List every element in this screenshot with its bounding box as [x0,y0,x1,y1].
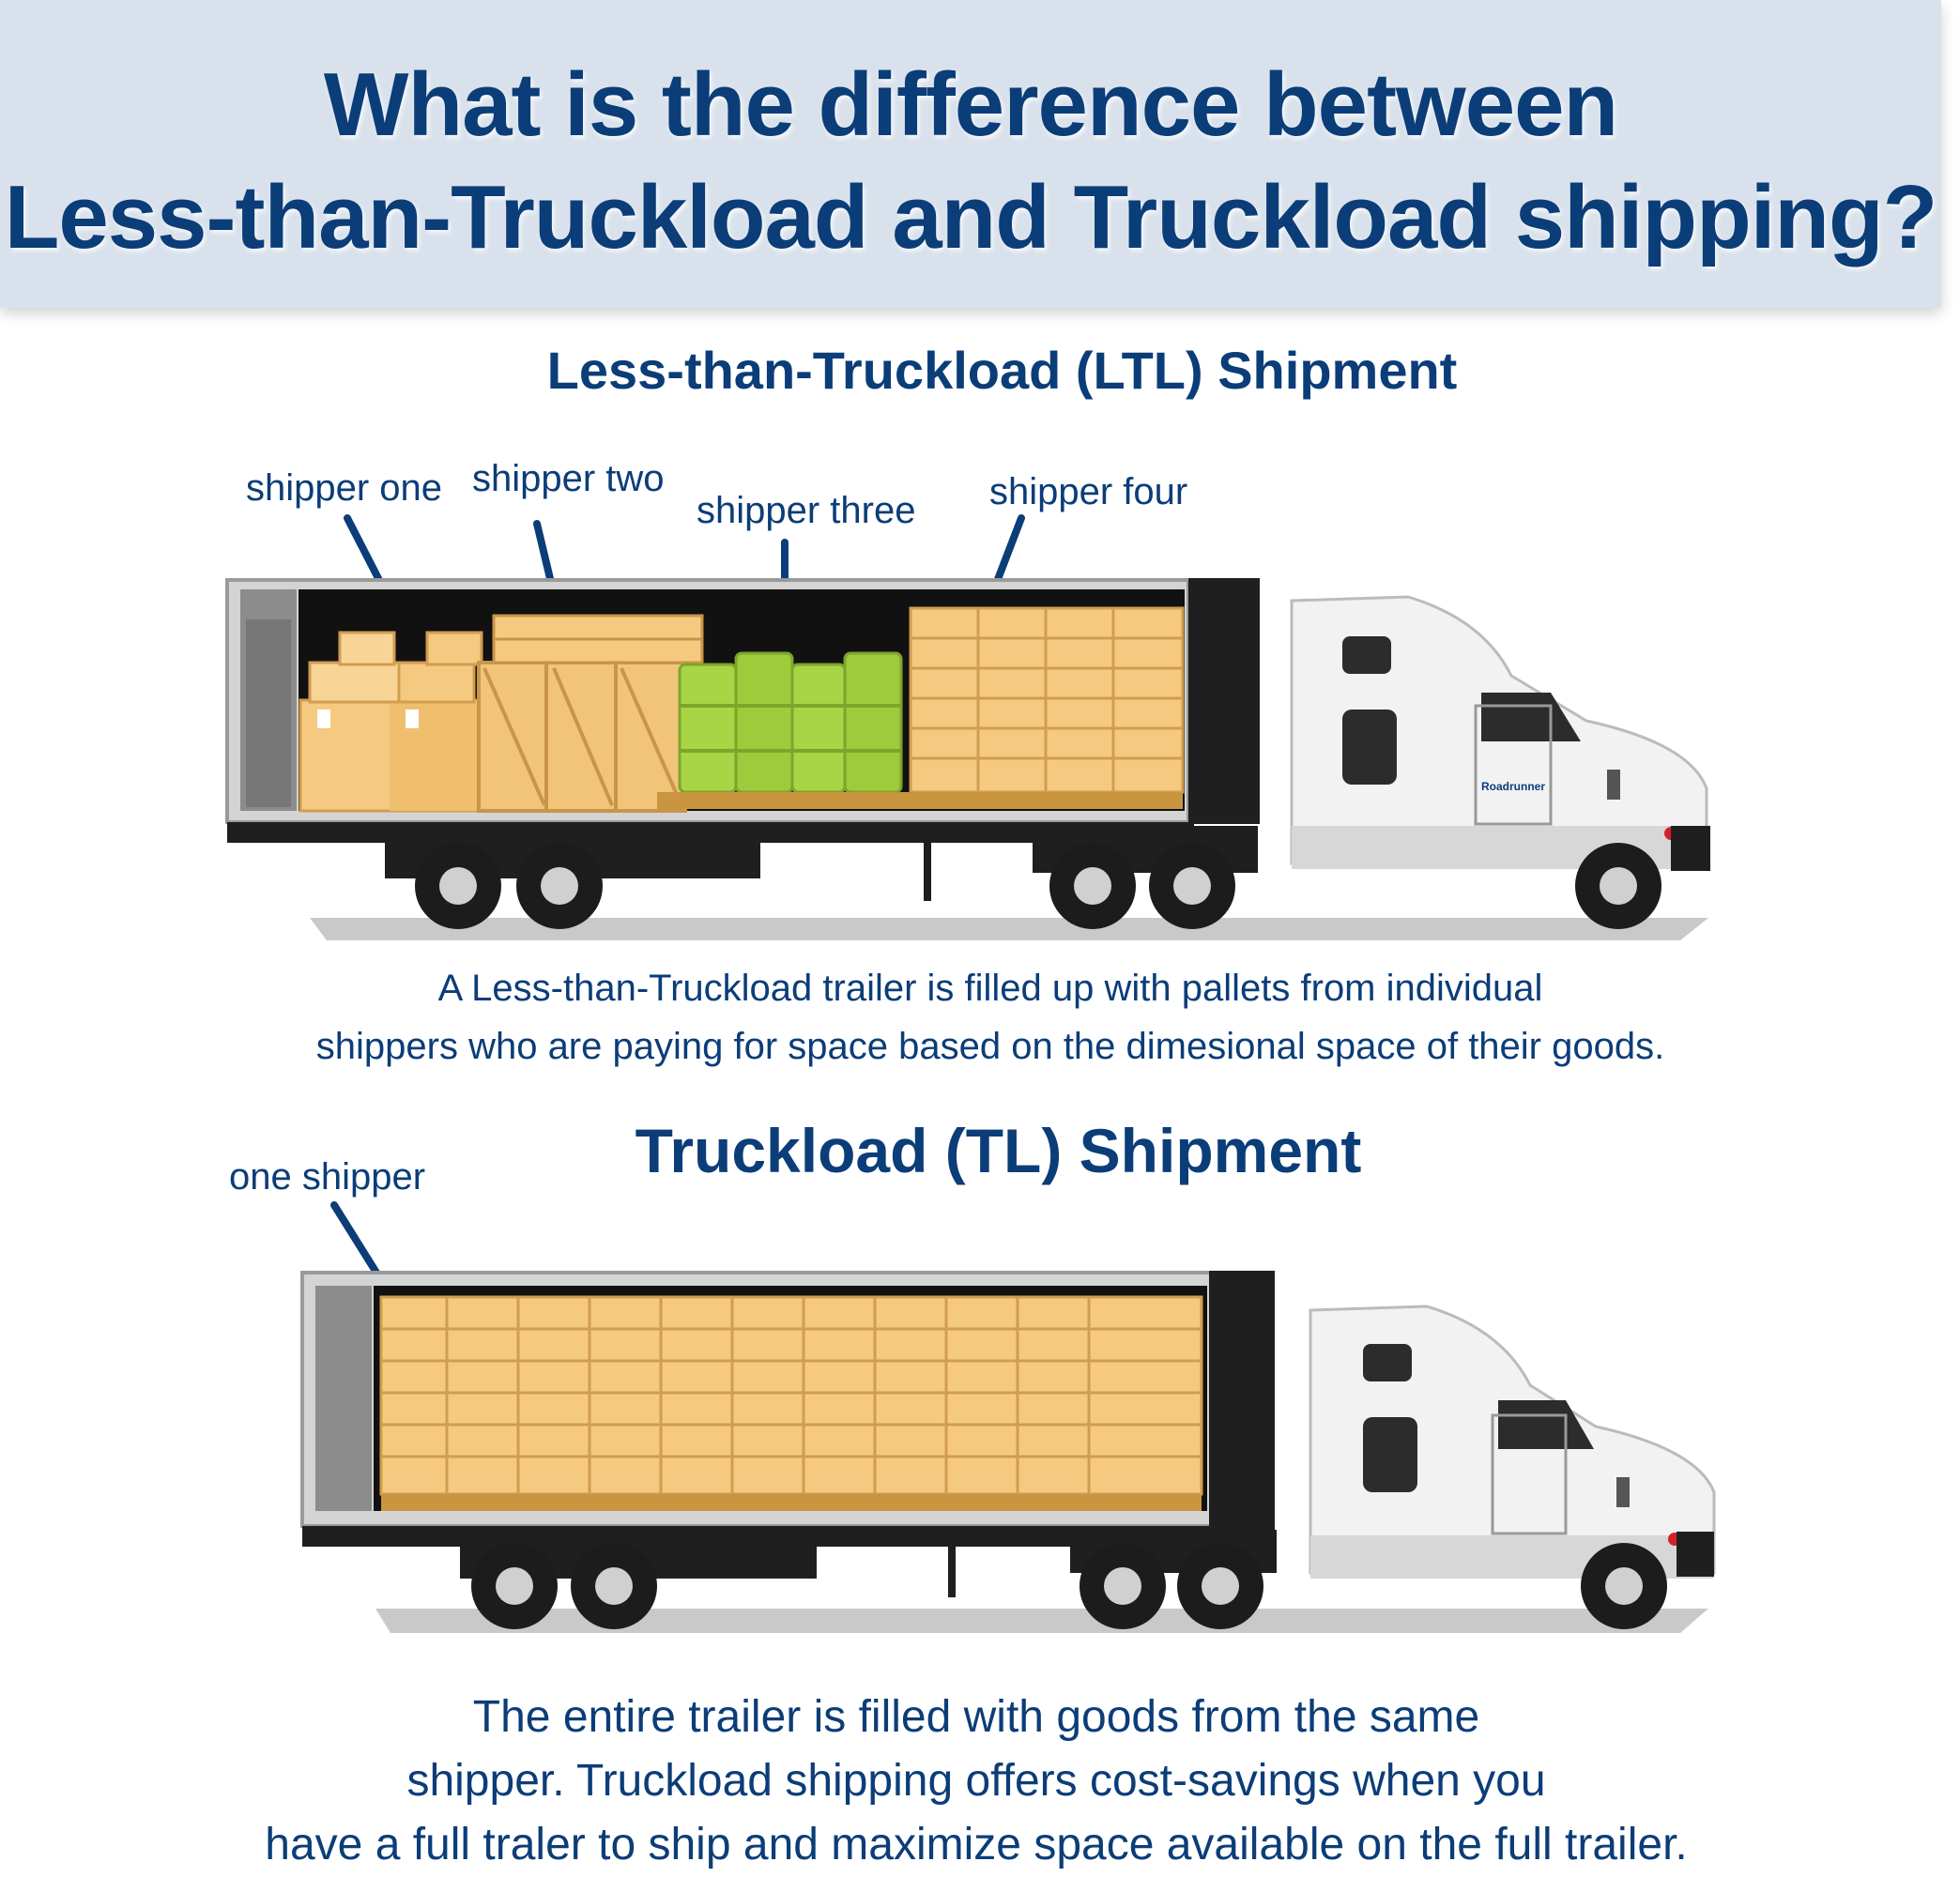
ltl-truck-illustration: Roadrunner [225,514,1710,940]
shipper-three-barrels [678,651,903,794]
ltl-wheels [415,843,1661,929]
trailer-chassis [302,1526,1275,1547]
trailer-front-black [1188,578,1260,824]
tl-desc-line-3: have a full traler to ship and maximize … [265,1820,1688,1869]
shipper-four-boxes [909,606,1185,794]
header-banner: What is the difference between Less-than… [0,0,1941,308]
shipper-two-crates [477,614,704,813]
pallet-row [657,792,1183,809]
tl-description: The entire trailer is filled with goods … [188,1686,1765,1877]
tl-boxes [379,1295,1203,1496]
ltl-desc-line-1: A Less-than-Truckload trailer is filled … [437,968,1543,1009]
door-logo-text: Roadrunner [1481,780,1545,793]
tl-desc-line-1: The entire trailer is filled with goods … [472,1692,1480,1742]
ground-shadow [375,1609,1708,1633]
pallet-row [381,1494,1202,1511]
trailer-rear-door [315,1286,372,1511]
label-shipper-one: shipper one [246,467,443,509]
label-shipper-four: shipper four [989,471,1188,512]
tl-desc-line-2: shipper. Truckload shipping offers cost-… [406,1756,1546,1806]
label-one-shipper: one shipper [229,1156,426,1198]
ground-shadow [310,918,1708,940]
page-title: What is the difference between Less-than… [0,49,1941,274]
ltl-desc-line-2: shippers who are paying for space based … [315,1026,1665,1067]
title-line-1: What is the difference between [323,54,1618,155]
tl-truck-illustration [300,1201,1716,1633]
ltl-description: A Less-than-Truckload trailer is filled … [188,959,1793,1076]
label-shipper-three: shipper three [697,490,916,531]
ltl-section-title: Less-than-Truckload (LTL) Shipment [546,341,1458,400]
title-line-2: Less-than-Truckload and Truckload shippi… [4,167,1938,267]
trailer-front-black [1209,1271,1275,1528]
tl-section-title: Truckload (TL) Shipment [635,1116,1362,1185]
label-shipper-two: shipper two [472,458,665,499]
tl-wheels [471,1543,1667,1629]
shipper-one-boxes [299,631,483,813]
truck-cab [1290,595,1710,871]
trailer-chassis [227,822,1194,843]
truck-cab [1309,1305,1716,1579]
